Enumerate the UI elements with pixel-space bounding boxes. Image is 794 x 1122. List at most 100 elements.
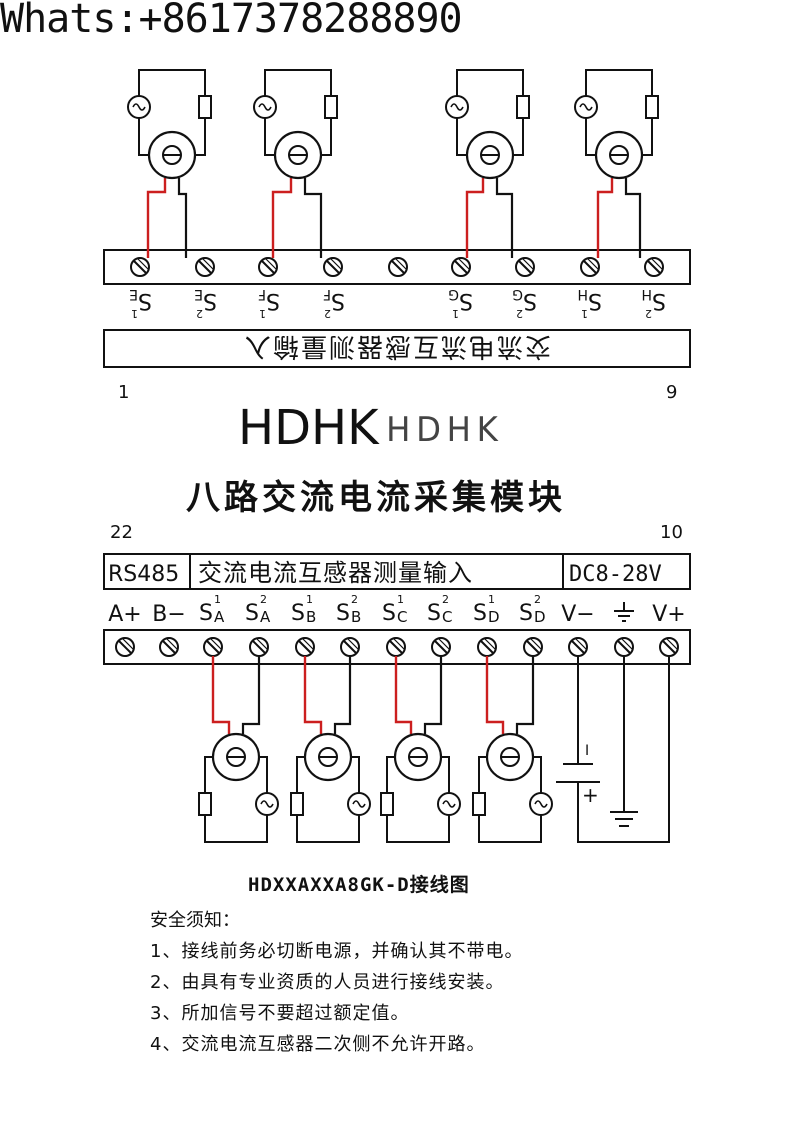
bottom-header-box <box>103 553 691 590</box>
bottom-label-8: S <box>427 601 441 626</box>
bottom-screw-9 <box>477 637 497 657</box>
top-ac-source-1 <box>127 95 151 119</box>
bottom-wire-black-4 <box>515 656 535 734</box>
screw-slot <box>121 637 135 651</box>
bottom-wire-red-3 <box>394 656 413 734</box>
sine-wave <box>132 103 146 111</box>
bottom-label-13: V+ <box>652 602 685 627</box>
screw-slot <box>198 260 212 274</box>
bottom-screw-1 <box>115 637 135 657</box>
top-wire-red-1 <box>146 178 167 258</box>
bottom-label-sub-9: D <box>488 608 500 626</box>
bottom-ac-source-2 <box>347 792 371 816</box>
screw-slot <box>394 257 408 271</box>
screw-slot <box>483 637 497 651</box>
screw-slot <box>209 637 223 651</box>
sine-wave <box>260 800 274 808</box>
top-screw-2 <box>195 257 215 277</box>
bottom-ac-source-4 <box>529 792 553 816</box>
bottom-ac-source-1 <box>255 792 279 816</box>
bottom-label-sub-3: A <box>214 608 225 626</box>
bottom-loop-3 <box>386 756 450 843</box>
screw-slot <box>329 257 343 271</box>
screw-slot <box>206 640 220 654</box>
top-title-group: 交流电流互感器测量输入 <box>243 331 551 361</box>
top-wire-black-4 <box>624 178 642 258</box>
header-rs485: RS485 <box>108 562 179 587</box>
bottom-resistor-3 <box>380 792 394 816</box>
safety-item-2: 2、由具有专业资质的人员进行接线安装。 <box>150 972 505 993</box>
wiring-caption: HDXXAXXA8GK-D接线图 <box>248 874 470 896</box>
bottom-ac-source-3 <box>437 792 461 816</box>
top-resistor-1 <box>198 95 212 119</box>
top-ct-1 <box>147 130 197 180</box>
bottom-resistor-4 <box>472 792 486 816</box>
safety-item-1: 1、接线前务必切断电源，并确认其不带电。 <box>150 941 524 962</box>
bottom-wire-black-3 <box>423 656 443 734</box>
bottom-loop-4 <box>478 756 542 843</box>
bottom-screw-2 <box>159 637 179 657</box>
bottom-ct-2 <box>303 732 353 782</box>
bottom-label-sup-9: 1 <box>488 593 495 606</box>
top-screw-6 <box>451 257 471 277</box>
battery-minus-mark: I <box>585 743 589 759</box>
screw-slot <box>434 640 448 654</box>
bottom-loop-2 <box>296 756 360 843</box>
bottom-label-9: S <box>473 601 487 626</box>
bottom-label-sub-7: C <box>397 608 407 626</box>
bottom-loop-1 <box>204 756 268 843</box>
safety-item-3: 3、所加信号不要超过额定值。 <box>150 1003 410 1024</box>
screw-slot <box>346 637 360 651</box>
bottom-screw-10 <box>523 637 543 657</box>
top-screw-7 <box>515 257 535 277</box>
screw-slot <box>518 260 532 274</box>
bottom-ct-1 <box>211 732 261 782</box>
bottom-label-6: S <box>336 601 350 626</box>
safety-title: 安全须知： <box>150 910 240 931</box>
screw-slot <box>574 637 588 651</box>
top-label-sup-1: 1 <box>131 307 138 320</box>
top-loop-1 <box>138 69 206 156</box>
screw-slot <box>526 640 540 654</box>
module-title: 八路交流电流采集模块 <box>186 478 566 518</box>
screw-slot <box>133 260 147 274</box>
top-label-6: SG <box>448 286 473 313</box>
bottom-label-sup-4: 2 <box>260 593 267 606</box>
brand-logo: HDHK <box>386 410 504 450</box>
screw-slot <box>583 260 597 274</box>
bottom-screw-12 <box>614 637 634 657</box>
screw-slot <box>162 640 176 654</box>
screw-slot <box>136 257 150 271</box>
top-label-sup-3: 1 <box>259 307 266 320</box>
bottom-label-sub-4: A <box>260 608 271 626</box>
top-screw-3 <box>258 257 278 277</box>
screw-slot <box>480 640 494 654</box>
top-wire-red-2 <box>271 178 293 258</box>
screw-slot <box>617 640 631 654</box>
top-wire-red-4 <box>596 178 614 258</box>
screw-slot <box>571 640 585 654</box>
bottom-label-sup-7: 1 <box>397 593 404 606</box>
screw-slot <box>620 637 634 651</box>
top-screw-5 <box>388 257 408 277</box>
sine-wave <box>534 800 548 808</box>
top-title-text: 交流电流互感器测量输入 <box>243 331 551 361</box>
top-ac-source-3 <box>445 95 469 119</box>
screw-slot <box>326 260 340 274</box>
screw-slot <box>165 637 179 651</box>
top-loop-2 <box>264 69 332 156</box>
bottom-screw-7 <box>386 637 406 657</box>
bottom-ct-4 <box>485 732 535 782</box>
top-wire-black-1 <box>177 178 188 258</box>
screw-slot <box>298 640 312 654</box>
header-ct-input: 交流电流互感器测量输入 <box>198 559 473 587</box>
screw-slot <box>665 637 679 651</box>
bottom-resistor-2 <box>290 792 304 816</box>
top-wire-red-3 <box>465 178 485 258</box>
sine-wave <box>579 103 593 111</box>
bottom-wire-red-2 <box>303 656 323 734</box>
top-pin-last: 9 <box>666 382 677 403</box>
bottom-pin-last: 10 <box>660 522 683 543</box>
